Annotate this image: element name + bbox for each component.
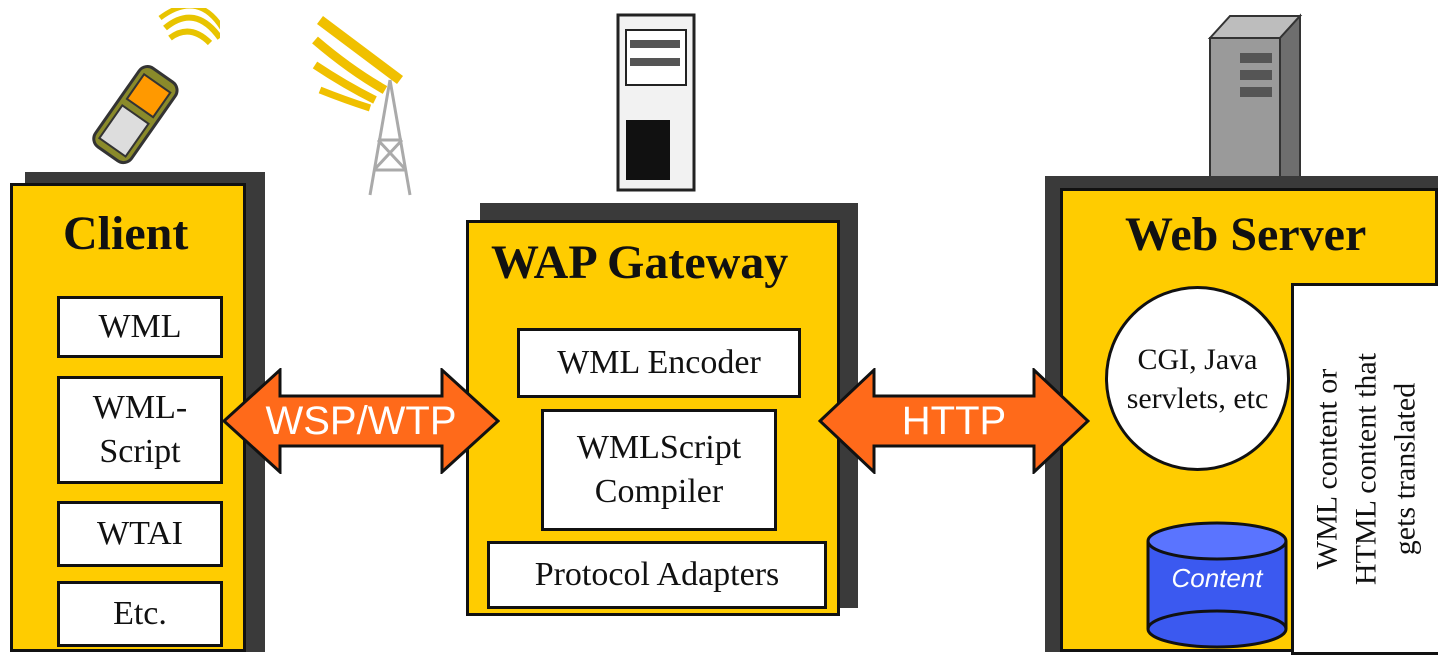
server-panel: Web Server CGI, Java servlets, etc Conte… [1060, 188, 1438, 655]
client-item-wtai: WTAI [57, 501, 223, 567]
client-title: Client [63, 207, 189, 260]
client-item-wmlscript: WML- Script [57, 376, 223, 484]
cell-phone-icon [92, 8, 220, 165]
side-note-text: WML content or HTML content that gets tr… [1310, 352, 1422, 586]
client-item-etc: Etc. [57, 581, 223, 647]
http-label: HTTP [901, 398, 1007, 443]
gateway-item-encoder: WML Encoder [517, 328, 801, 398]
gateway-title: WAP Gateway [491, 236, 789, 289]
gateway-item-compiler: WMLScript Compiler [541, 409, 777, 531]
server-title: Web Server [1125, 208, 1367, 261]
content-database-icon [1146, 521, 1288, 649]
wsp-wtp-label: WSP/WTP [265, 398, 457, 443]
wsp-wtp-arrow [222, 368, 500, 474]
radio-tower-icon [312, 15, 412, 196]
cgi-servlets-circle: CGI, Java servlets, etc [1105, 286, 1290, 471]
http-arrow [818, 368, 1090, 474]
server-tower-icon [1207, 13, 1303, 186]
client-item-wml: WML [57, 296, 223, 358]
gateway-item-protocol-adapters: Protocol Adapters [487, 541, 827, 609]
content-database-label: Content [1171, 563, 1263, 593]
side-note-box: WML content or HTML content that gets tr… [1291, 283, 1438, 655]
gateway-computer-icon [616, 13, 696, 192]
gateway-panel: WAP Gateway WML Encoder WMLScript Compil… [466, 220, 840, 616]
client-panel: Client WML WML- Script WTAI Etc. [10, 183, 246, 652]
